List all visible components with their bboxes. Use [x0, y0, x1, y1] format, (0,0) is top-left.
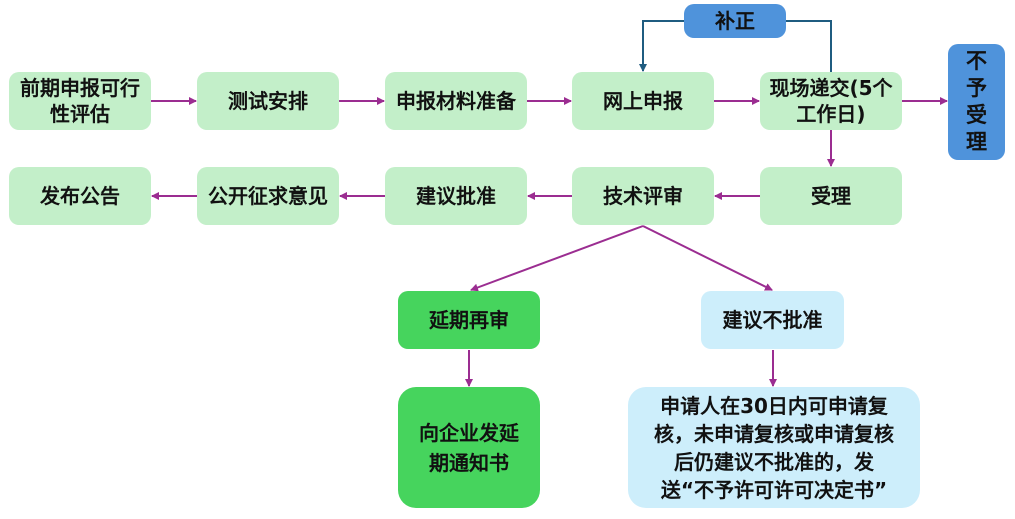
node-label: 建议批准 — [416, 184, 496, 208]
node-accepted: 受理 — [760, 167, 902, 225]
node-label: 受理 — [811, 184, 851, 208]
arrow-correction-to-online — [639, 20, 684, 72]
node-label: 延期再审 — [429, 308, 509, 332]
node-label: 网上申报 — [603, 89, 683, 113]
arrow-onsite-to-correction — [786, 20, 832, 72]
node-postpone-review: 延期再审 — [398, 291, 540, 349]
node-postpone-notice: 向企业发延期通知书 — [398, 387, 540, 508]
node-onsite-submit: 现场递交(5个工作日) — [760, 72, 902, 130]
node-label: 现场递交(5个工作日) — [769, 76, 893, 126]
node-not-accepted: 不 予 受 理 — [948, 44, 1005, 160]
node-label: 申报材料准备 — [396, 89, 516, 113]
node-label: 发布公告 — [40, 184, 120, 208]
node-label-char: 不 — [966, 49, 987, 73]
node-tech-review: 技术评审 — [572, 167, 714, 225]
node-label: 向企业发延期通知书 — [419, 420, 519, 475]
node-label-char: 理 — [966, 130, 987, 154]
node-label: 前期申报可行性评估 — [20, 76, 140, 126]
node-label-char: 予 — [966, 76, 987, 100]
node-label: 建议不批准 — [722, 308, 823, 332]
node-material-prep: 申报材料准备 — [385, 72, 527, 130]
node-label: 申请人在30日内可申请复核，未申请复核或申请复核后仍建议不批准的，发送“不予许可… — [654, 393, 894, 502]
node-label: 补正 — [715, 9, 755, 33]
node-suggest-reject: 建议不批准 — [701, 291, 844, 349]
node-label: 测试安排 — [228, 89, 308, 113]
node-feasibility: 前期申报可行性评估 — [9, 72, 151, 130]
node-label: 公开征求意见 — [208, 184, 328, 208]
arrow-review-to-reject — [642, 225, 773, 291]
node-test-arrangement: 测试安排 — [197, 72, 339, 130]
node-publish-notice: 发布公告 — [9, 167, 151, 225]
node-label-char: 受 — [966, 103, 987, 127]
node-correction: 补正 — [684, 4, 786, 38]
arrow-review-to-postpone — [470, 225, 644, 292]
node-public-comment: 公开征求意见 — [197, 167, 339, 225]
node-online-apply: 网上申报 — [572, 72, 714, 130]
node-suggest-approve: 建议批准 — [385, 167, 527, 225]
node-reject-detail: 申请人在30日内可申请复核，未申请复核或申请复核后仍建议不批准的，发送“不予许可… — [628, 387, 920, 508]
node-label: 技术评审 — [603, 184, 683, 208]
